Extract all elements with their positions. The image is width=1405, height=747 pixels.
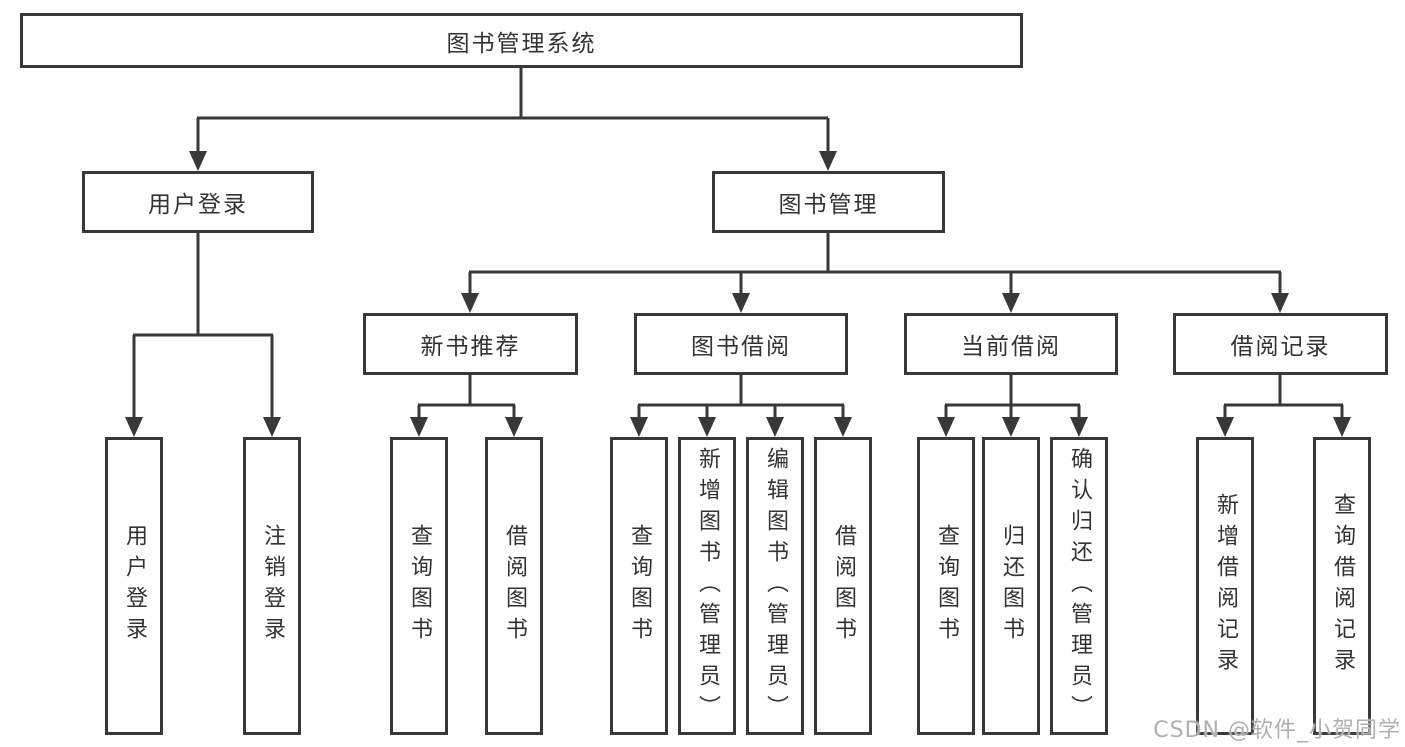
leaf-label: 查询图书 — [407, 524, 432, 648]
leaf-query-books-borrow: 查询图书 — [610, 437, 668, 735]
node-borrowing-records: 借阅记录 — [1173, 313, 1388, 375]
leaf-label: 查询图书 — [627, 524, 652, 648]
leaf-edit-book-admin: 编辑图书（管理员） — [746, 437, 804, 735]
node-book-management: 图书管理 — [712, 171, 945, 233]
leaf-query-borrow-record: 查询借阅记录 — [1313, 437, 1371, 735]
csdn-watermark: CSDN @软件_小贺同学 — [1153, 718, 1401, 743]
leaf-borrow-books: 借阅图书 — [814, 437, 872, 735]
leaf-label: 借阅图书 — [831, 524, 856, 648]
leaf-label: 新增图书（管理员） — [695, 446, 720, 726]
leaf-label: 归还图书 — [999, 524, 1024, 648]
leaf-label: 查询借阅记录 — [1330, 493, 1355, 679]
leaf-label: 注销登录 — [260, 524, 285, 648]
leaf-label: 编辑图书（管理员） — [763, 446, 788, 726]
leaf-label: 用户登录 — [122, 524, 147, 648]
leaf-borrow-books-recommend: 借阅图书 — [485, 437, 543, 735]
leaf-return-books: 归还图书 — [982, 437, 1040, 735]
leaf-query-books-current: 查询图书 — [917, 437, 975, 735]
node-new-book-recommendation: 新书推荐 — [363, 313, 578, 375]
node-book-borrowing: 图书借阅 — [634, 313, 848, 375]
leaf-label: 查询图书 — [934, 524, 959, 648]
leaf-confirm-return-admin: 确认归还（管理员） — [1050, 437, 1108, 735]
leaf-add-book-admin: 新增图书（管理员） — [678, 437, 736, 735]
leaf-label: 借阅图书 — [502, 524, 527, 648]
node-library-management-system: 图书管理系统 — [20, 13, 1023, 68]
node-user-login: 用户登录 — [82, 171, 314, 233]
leaf-label: 新增借阅记录 — [1213, 493, 1238, 679]
node-current-borrowing: 当前借阅 — [904, 313, 1118, 375]
leaf-add-borrow-record: 新增借阅记录 — [1196, 437, 1254, 735]
leaf-user-login: 用户登录 — [105, 437, 163, 735]
leaf-label: 确认归还（管理员） — [1067, 446, 1092, 726]
leaf-logout: 注销登录 — [243, 437, 301, 735]
leaf-query-books-recommend: 查询图书 — [390, 437, 448, 735]
